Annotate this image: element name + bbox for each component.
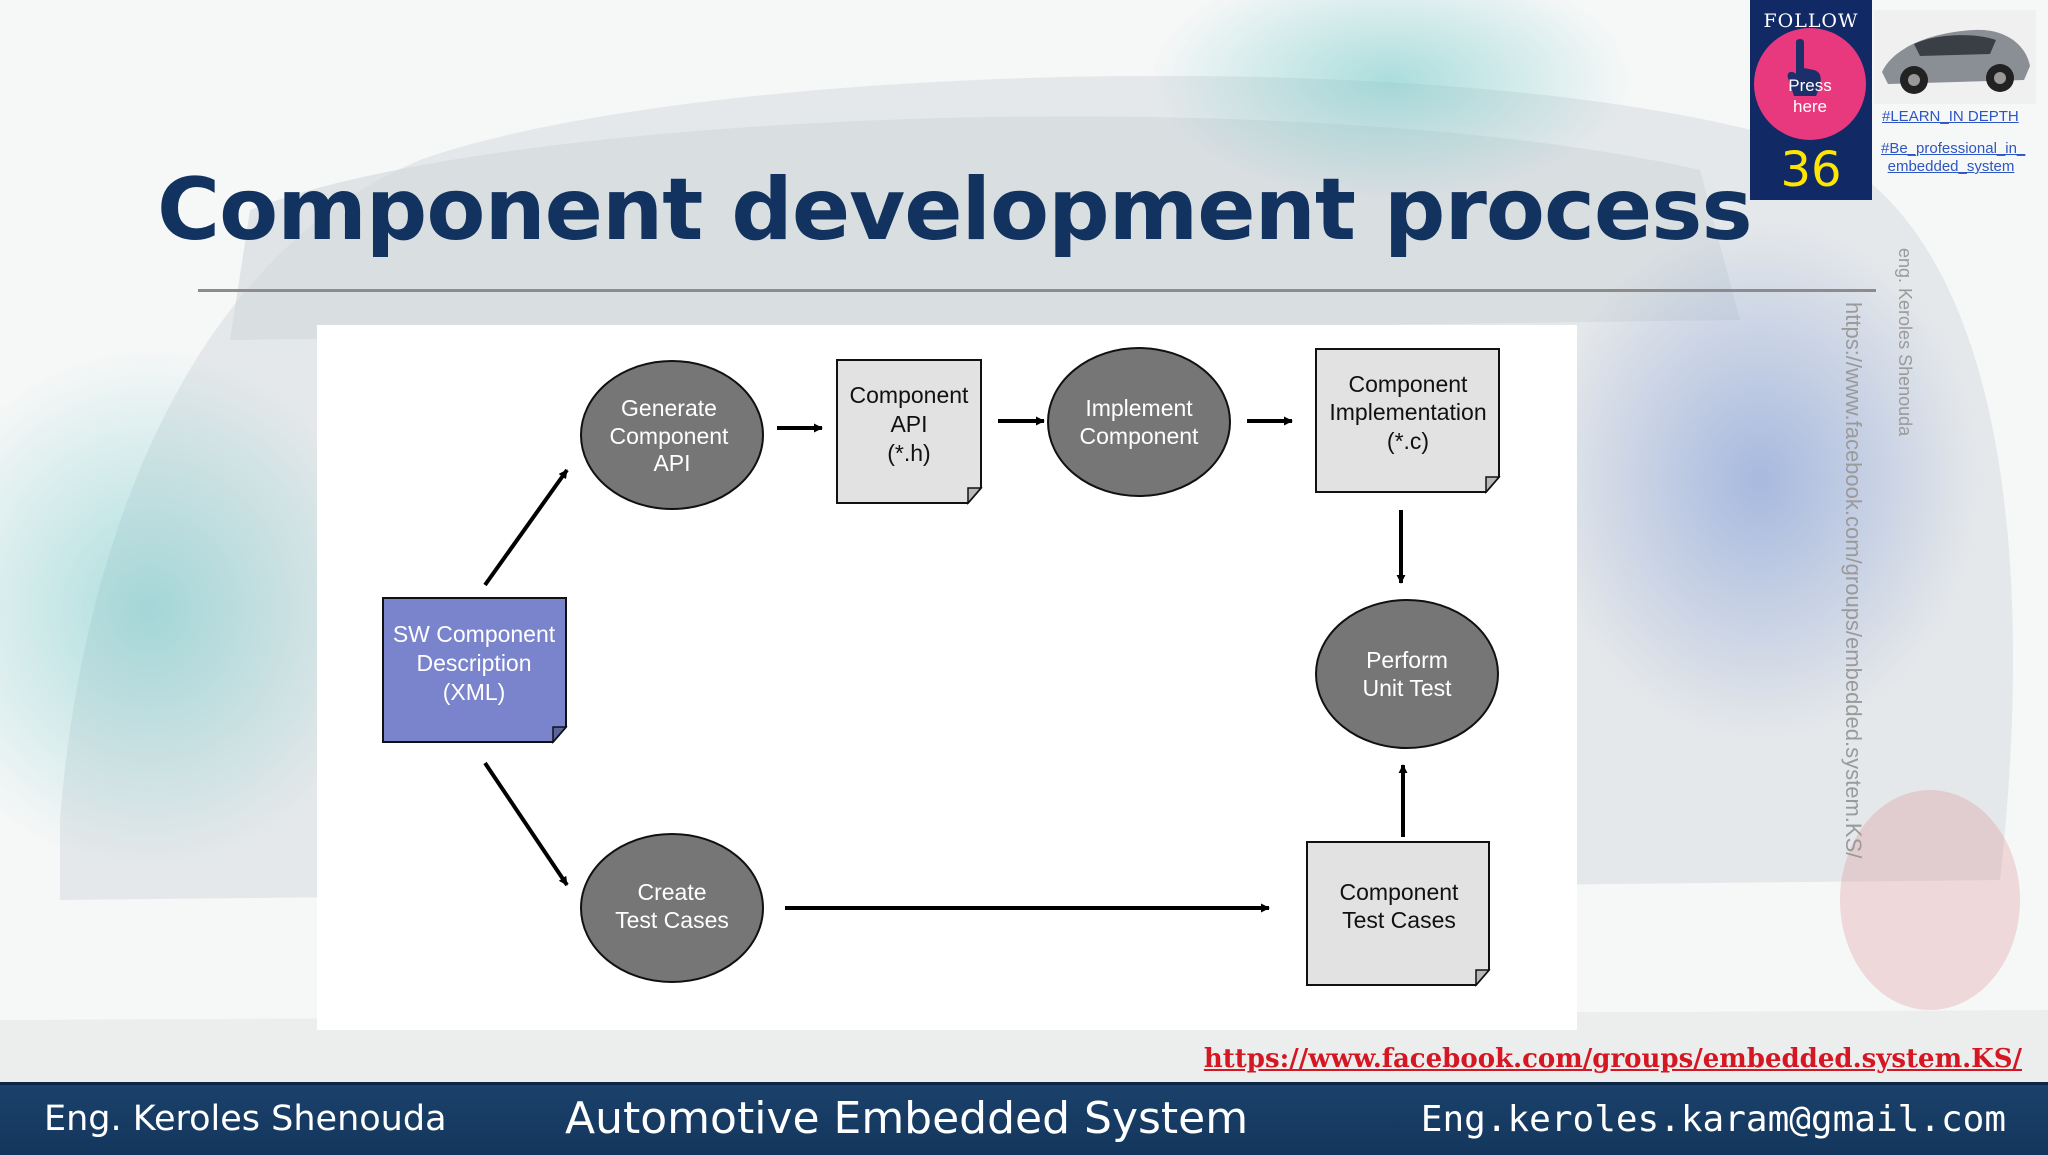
learn-in-depth-link[interactable]: #LEARN_IN DEPTH: [1882, 108, 2019, 125]
create-tests-line1: Create: [637, 879, 706, 905]
node-component-test-cases-file: Component Test Cases: [1306, 841, 1491, 988]
follow-us-widget[interactable]: FOLLOW US Press here 36: [1750, 0, 1872, 200]
footer-course-title: Automotive Embedded System: [565, 1093, 1249, 1144]
vertical-credit-text: eng. Keroles Shenouda: [1895, 248, 1915, 437]
car-thumbnail-image: [1874, 10, 2036, 104]
create-tests-line2: Test Cases: [615, 907, 729, 933]
arrow-desc-to-create: [483, 761, 569, 887]
unit-test-line2: Unit Test: [1362, 675, 1452, 701]
facebook-group-link[interactable]: https://www.facebook.com/groups/embedded…: [1203, 1044, 2022, 1074]
comp-tests-line1: Component: [1340, 879, 1460, 905]
comp-tests-line2: Test Cases: [1342, 907, 1456, 933]
press-label: Press: [1788, 76, 1832, 95]
footer-author: Eng. Keroles Shenouda: [44, 1099, 447, 1139]
comp-api-line1: Component: [850, 382, 970, 408]
unit-test-line1: Perform: [1366, 647, 1448, 673]
node-create-test-cases: Create Test Cases: [580, 833, 764, 983]
node-component-api-file: Component API (*.h): [836, 359, 983, 506]
pointing-hand-icon: [1787, 39, 1821, 96]
footer-email: Eng.keroles.karam@gmail.com: [1420, 1099, 2006, 1140]
title-divider: [198, 289, 1876, 292]
comp-api-line2: API: [890, 411, 927, 437]
comp-impl-line3: (*.c): [1387, 428, 1429, 454]
process-diagram: SW Component Description (XML) Generate …: [317, 325, 1577, 1030]
vertical-url-text: https://www.facebook.com/groups/embedded…: [1841, 302, 1866, 859]
arrow-desc-to-genapi: [483, 468, 569, 587]
here-label: here: [1792, 97, 1828, 116]
press-here-button[interactable]: Press here: [1754, 28, 1866, 140]
node-component-implementation-file: Component Implementation (*.c): [1315, 348, 1501, 495]
footer-bar: Eng. Keroles Shenouda Automotive Embedde…: [0, 1082, 2048, 1155]
follow-count: 36: [1780, 142, 1842, 198]
slide-title: Component development process: [157, 160, 1753, 260]
sw-desc-line3: (XML): [443, 679, 506, 705]
impl-comp-line1: Implement: [1085, 395, 1193, 421]
comp-impl-line1: Component: [1349, 371, 1469, 397]
comp-impl-line2: Implementation: [1329, 399, 1486, 425]
gen-api-line1: Generate: [621, 395, 717, 421]
gen-api-line3: API: [653, 450, 690, 476]
gen-api-line2: Component: [610, 423, 730, 449]
sw-desc-line2: Description: [416, 650, 531, 676]
sw-desc-line1: SW Component: [393, 621, 556, 647]
node-generate-component-api: Generate Component API: [580, 360, 764, 510]
comp-api-line3: (*.h): [887, 440, 930, 466]
node-sw-component-description: SW Component Description (XML): [382, 597, 568, 745]
impl-comp-line2: Component: [1080, 423, 1200, 449]
be-professional-link[interactable]: #Be_professional_in_ embedded_system: [1881, 140, 2026, 175]
node-perform-unit-test: Perform Unit Test: [1315, 599, 1499, 749]
node-implement-component: Implement Component: [1047, 347, 1231, 497]
